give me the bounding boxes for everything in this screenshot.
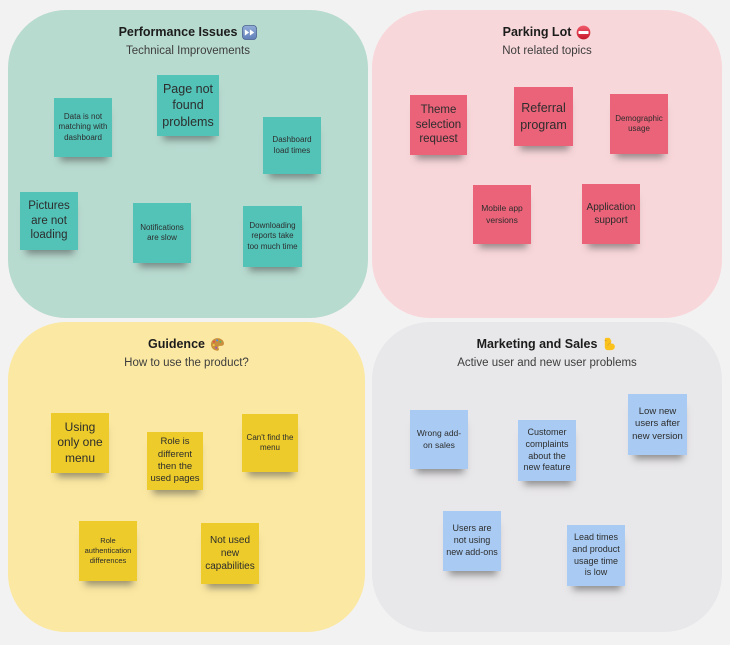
section-parking-lot[interactable]: Parking Lot Not related topics Theme se <box>372 10 722 318</box>
section-subtitle: Active user and new user problems <box>457 357 637 369</box>
sticky-note[interactable]: Customer complaints about the new featur… <box>518 420 576 481</box>
sticky-note[interactable]: Mobile app versions <box>473 185 531 244</box>
fast-forward-icon <box>242 24 258 40</box>
sticky-note[interactable]: Notifications are slow <box>133 203 191 263</box>
section-subtitle: Technical Improvements <box>126 45 250 57</box>
sticky-note[interactable]: Demographic usage <box>610 94 668 154</box>
sticky-note[interactable]: Application support <box>582 184 640 244</box>
section-header: Parking Lot Not related topics <box>372 23 722 57</box>
section-subtitle: Not related topics <box>502 45 592 57</box>
sticky-note[interactable]: Referral program <box>514 87 573 146</box>
sticky-note[interactable]: Using only one menu <box>51 413 109 473</box>
section-header: Marketing and Sales Active user and new … <box>372 335 722 369</box>
sticky-note[interactable]: Dashboard load times <box>263 117 321 174</box>
palette-icon <box>210 337 225 352</box>
sticky-note[interactable]: Page not found problems <box>157 75 219 136</box>
section-performance-issues[interactable]: Performance Issues Technical Improv <box>8 10 368 318</box>
sticky-note[interactable]: Data is not matching with dashboard <box>54 98 112 157</box>
sticky-note[interactable]: Pictures are not loading <box>20 192 78 250</box>
section-title: Parking Lot <box>502 25 572 39</box>
sticky-note[interactable]: Can't find the menu <box>242 414 298 472</box>
section-guidence[interactable]: Guidence How to use the product? Using o… <box>8 322 365 632</box>
sticky-note[interactable]: Theme selection request <box>410 95 467 155</box>
section-title: Marketing and Sales <box>476 337 598 351</box>
sticky-note[interactable]: Role authentication differences <box>79 521 137 581</box>
section-header: Guidence How to use the product? <box>8 335 365 369</box>
sticky-note[interactable]: Wrong add-on sales <box>410 410 468 469</box>
section-header: Performance Issues Technical Improv <box>8 23 368 57</box>
sticky-note[interactable]: Downloading reports take too much time <box>243 206 302 267</box>
sticky-note[interactable]: Users are not using new add-ons <box>443 511 501 571</box>
section-marketing-and-sales[interactable]: Marketing and Sales Active user and new … <box>372 322 722 632</box>
section-subtitle: How to use the product? <box>124 357 249 369</box>
sticky-note[interactable]: Not used new capabilities <box>201 523 259 584</box>
sticky-note[interactable]: Role is different then the used pages <box>147 432 203 490</box>
section-title: Performance Issues <box>118 25 238 39</box>
sticky-note[interactable]: Lead times and product usage time is low <box>567 525 625 586</box>
section-title: Guidence <box>148 337 205 351</box>
no-entry-icon <box>576 25 591 40</box>
sticky-note[interactable]: Low new users after new version <box>628 394 687 455</box>
flexed-biceps-icon <box>602 337 617 352</box>
